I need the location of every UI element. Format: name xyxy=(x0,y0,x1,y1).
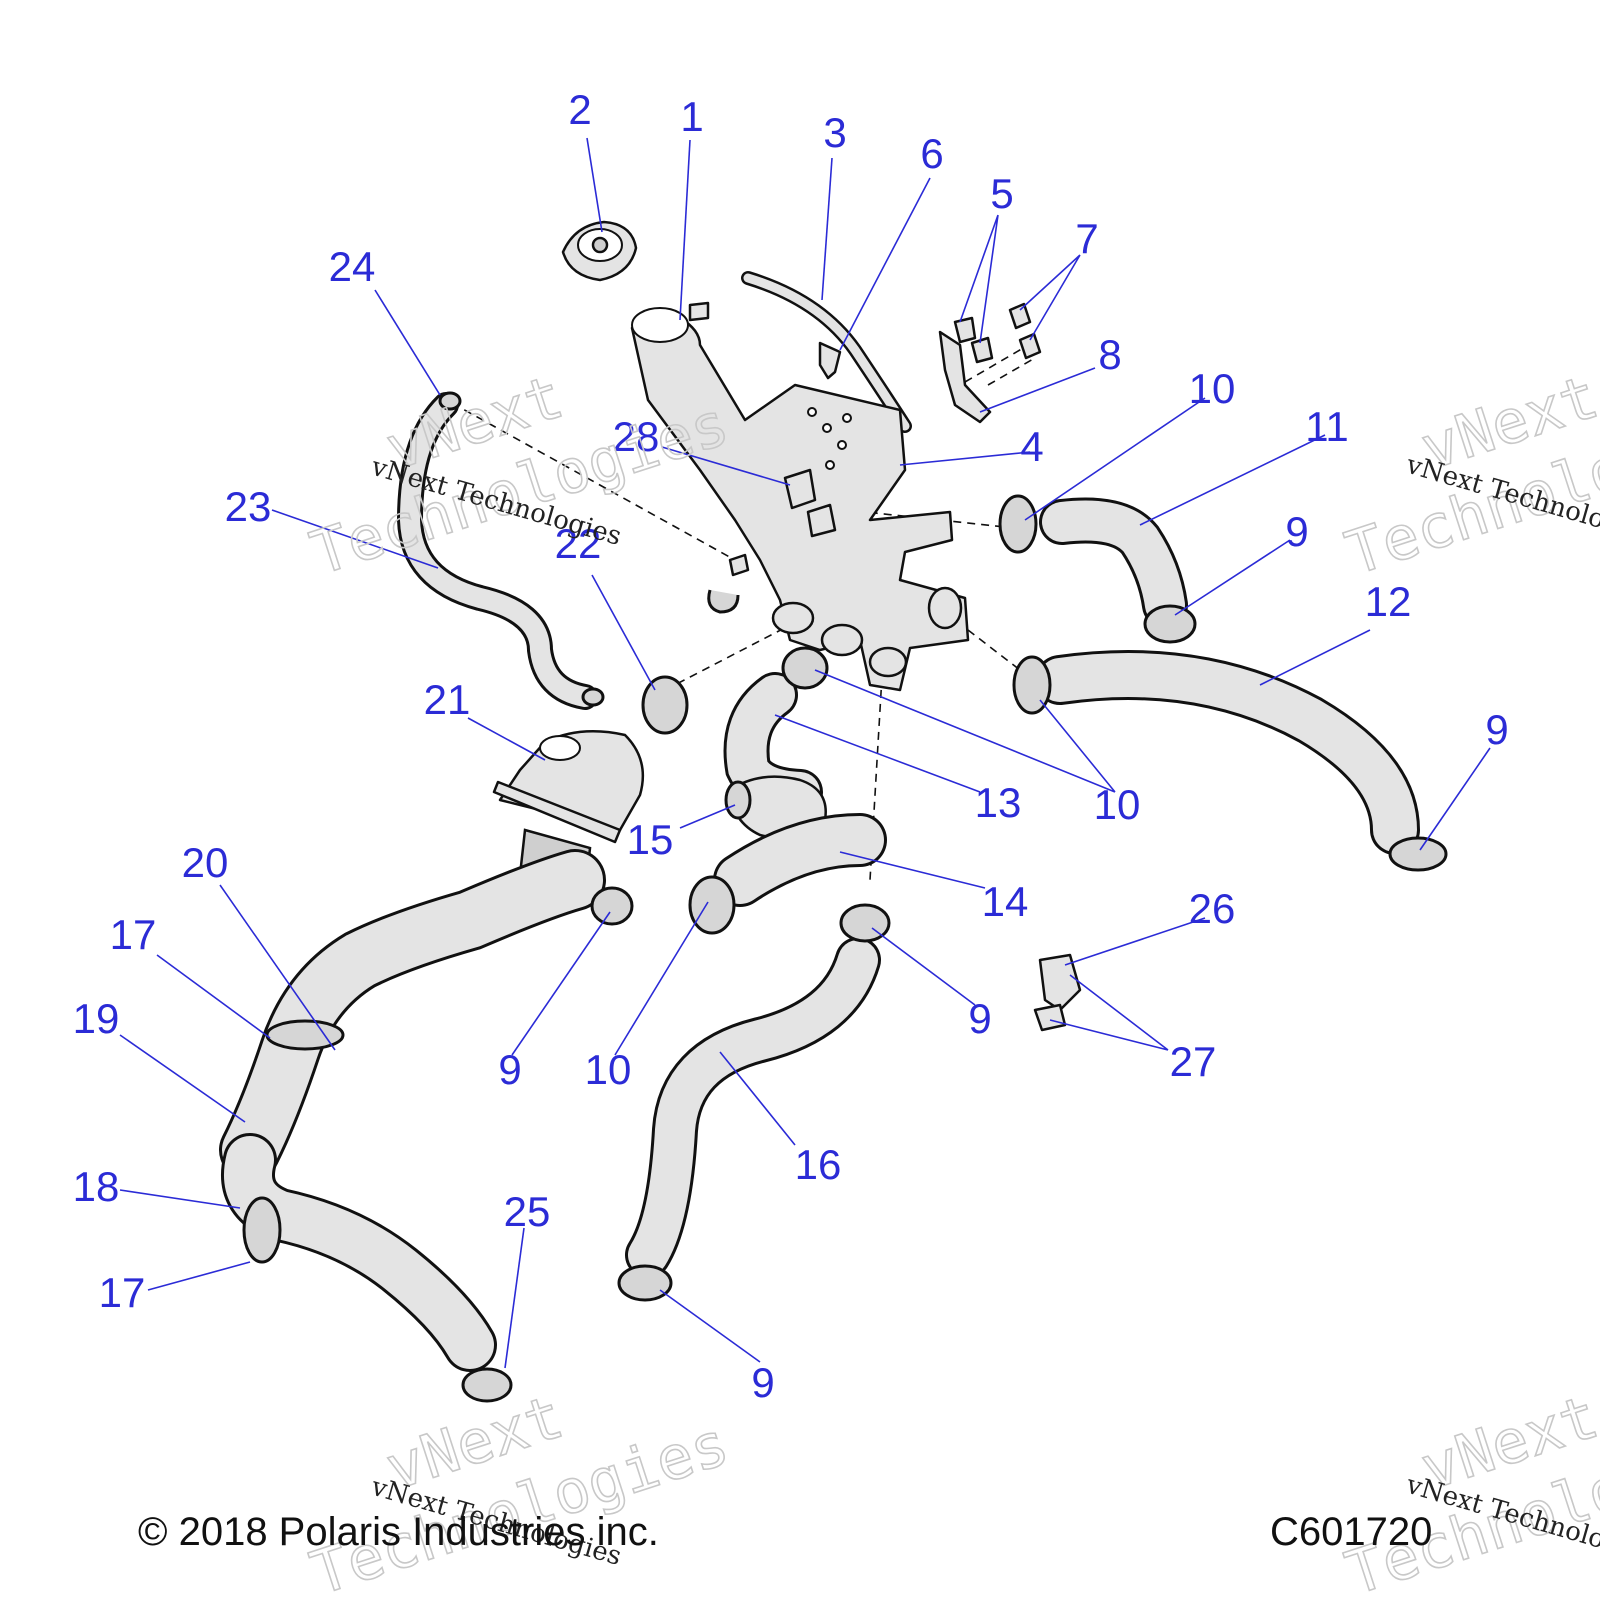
callout-26: 26 xyxy=(1189,885,1236,932)
callout-10: 10 xyxy=(1094,781,1141,828)
callout-6: 6 xyxy=(920,130,943,177)
callout-2: 2 xyxy=(568,86,591,133)
callout-5: 5 xyxy=(990,170,1013,217)
callout-21: 21 xyxy=(424,676,471,723)
hose-clip-part xyxy=(783,468,837,538)
callout-27: 27 xyxy=(1170,1038,1217,1085)
callout-9: 9 xyxy=(1485,706,1508,753)
callout-11: 11 xyxy=(1305,403,1349,450)
screws-part xyxy=(953,302,1042,364)
callout-7: 7 xyxy=(1075,215,1098,262)
callout-9: 9 xyxy=(498,1046,521,1093)
callout-9: 9 xyxy=(968,995,991,1042)
hose-end-clip-part xyxy=(438,391,462,411)
callout-17: 17 xyxy=(99,1269,146,1316)
callout-10: 10 xyxy=(585,1046,632,1093)
callout-24: 24 xyxy=(329,243,376,290)
callout-16: 16 xyxy=(795,1141,842,1188)
leader-lines xyxy=(119,137,1491,1369)
callout-labels: 2 1 3 6 5 7 24 8 10 28 4 11 23 22 9 12 2… xyxy=(73,86,1509,1406)
callout-4: 4 xyxy=(1020,423,1043,470)
copyright-notice: © 2018 Polaris Industries inc. xyxy=(138,1510,659,1554)
drawing-code: C601720 xyxy=(1270,1510,1433,1554)
clamp-25-part xyxy=(461,1367,513,1403)
callout-9: 9 xyxy=(1285,508,1308,555)
connector-26-part xyxy=(1033,953,1082,1032)
callout-22: 22 xyxy=(555,520,602,567)
clamp-22-part xyxy=(707,589,740,614)
callout-14: 14 xyxy=(982,878,1029,925)
callout-17: 17 xyxy=(110,911,157,958)
callout-18: 18 xyxy=(73,1163,120,1210)
watermark-lower-left: vNext Technologies vNext Technologies xyxy=(302,1381,737,1600)
radiator-cap-part xyxy=(561,220,638,282)
callout-23: 23 xyxy=(225,483,272,530)
callout-3: 3 xyxy=(823,109,846,156)
callout-10: 10 xyxy=(1189,365,1236,412)
watermark-lower-right: vNext Technologies vNext Technologies xyxy=(1337,1381,1600,1600)
callout-25: 25 xyxy=(504,1188,551,1235)
callout-20: 20 xyxy=(182,839,229,886)
callout-28: 28 xyxy=(613,413,660,460)
callout-9: 9 xyxy=(751,1359,774,1406)
callout-19: 19 xyxy=(73,995,120,1042)
watermark-upper-right: vNext Technologies vNext Technologies xyxy=(1337,361,1600,590)
push-rivet-part xyxy=(818,341,842,380)
callout-12: 12 xyxy=(1365,578,1412,625)
callout-1: 1 xyxy=(680,93,703,140)
callout-8: 8 xyxy=(1098,331,1121,378)
callout-15: 15 xyxy=(627,816,674,863)
mount-bracket-part xyxy=(938,330,992,424)
callout-13: 13 xyxy=(975,779,1022,826)
